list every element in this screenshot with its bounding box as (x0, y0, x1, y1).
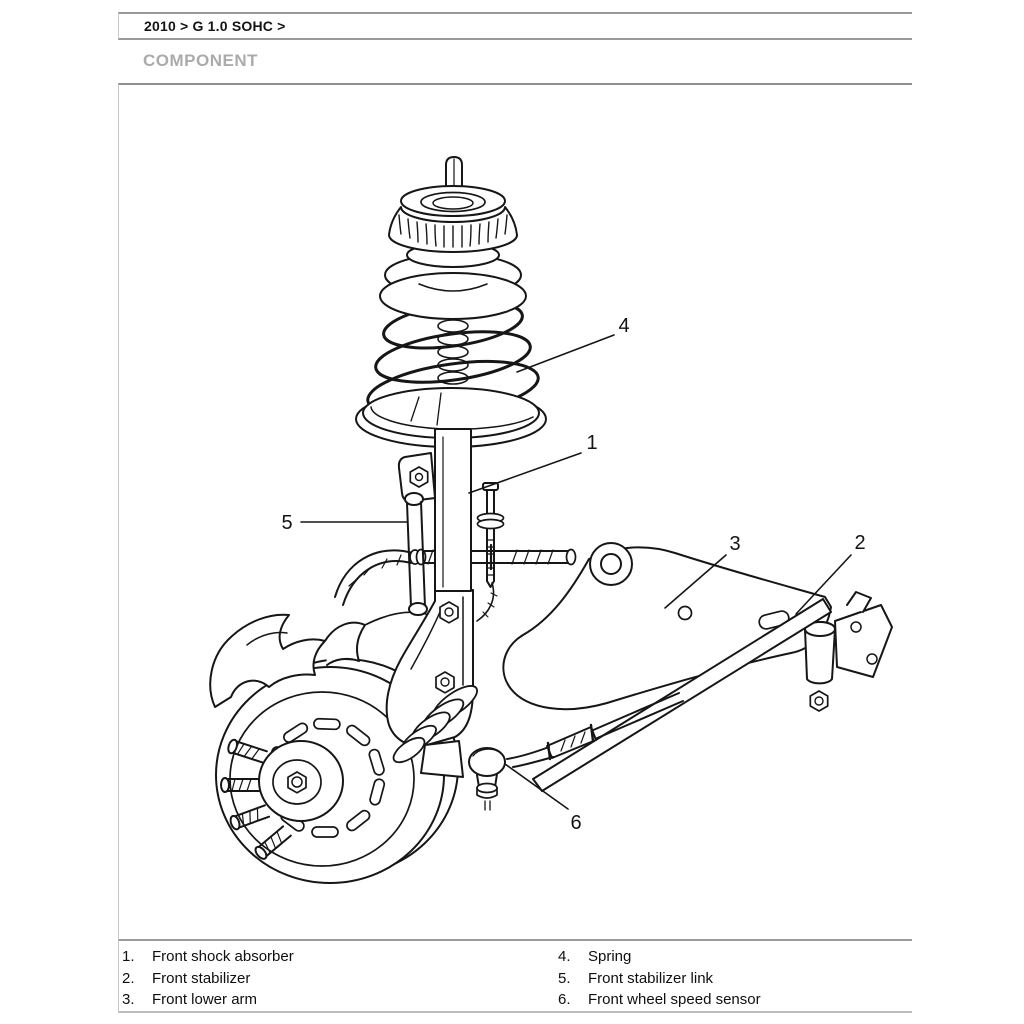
legend-item: 5. Front stabilizer link (558, 968, 912, 990)
strut-mount (379, 156, 527, 320)
legend-item-label: Front shock absorber (152, 948, 294, 965)
legend-item-label: Front stabilizer (152, 969, 251, 987)
breadcrumb[interactable]: 2010 > G 1.0 SOHC > (144, 18, 286, 34)
tie-rod-end (468, 692, 684, 811)
callout-leaders (300, 334, 852, 810)
lower-control-arm (502, 542, 832, 711)
brake-hose (334, 549, 421, 606)
shock-absorber-strut (355, 300, 547, 592)
legend-item: 3. Front lower arm (122, 989, 558, 1011)
legend-item-number: 1. (122, 948, 135, 965)
breadcrumb-bar: 2010 > G 1.0 SOHC > (118, 12, 912, 40)
callout-2: 2 (854, 532, 865, 554)
callout-labels: 4 1 5 3 2 6 (281, 315, 865, 834)
legend-column-left: 1. Front shock absorber 2. Front stabili… (122, 946, 558, 1011)
parts-legend: 1. Front shock absorber 2. Front stabili… (118, 941, 912, 1013)
legend-item: 2. Front stabilizer (122, 968, 558, 990)
legend-column-right: 4. Spring 5. Front stabilizer link 6. Fr… (558, 946, 912, 1011)
legend-item-label: Front lower arm (152, 991, 258, 1008)
legend-item-label: Front wheel speed sensor (588, 991, 761, 1008)
callout-4: 4 (618, 315, 629, 337)
legend-item-number: 4. (558, 948, 571, 965)
caliper-bracket (209, 611, 430, 708)
page-title: COMPONENT (143, 51, 258, 70)
wheel-speed-sensor (476, 482, 505, 622)
legend-item-label: Front stabilizer link (588, 969, 714, 987)
legend-item-number: 5. (558, 969, 571, 987)
callout-5: 5 (281, 512, 292, 534)
callout-1: 1 (586, 432, 597, 454)
legend-item-label: Spring (588, 948, 632, 965)
legend-item: 6. Front wheel speed sensor (558, 989, 912, 1011)
stabilizer-link (397, 452, 436, 616)
suspension-diagram: 4 1 5 3 2 6 (209, 156, 893, 884)
legend-item-number: 2. (122, 969, 135, 987)
legend-item: 1. Front shock absorber (122, 946, 558, 968)
legend-item-number: 6. (558, 991, 571, 1008)
callout-3: 3 (729, 533, 740, 555)
axle-boot (392, 685, 478, 764)
legend-item: 4. Spring (558, 946, 912, 968)
diagram-panel: 4 1 5 3 2 6 (118, 83, 912, 941)
legend-item-number: 3. (122, 991, 135, 1008)
callout-6: 6 (570, 812, 581, 834)
